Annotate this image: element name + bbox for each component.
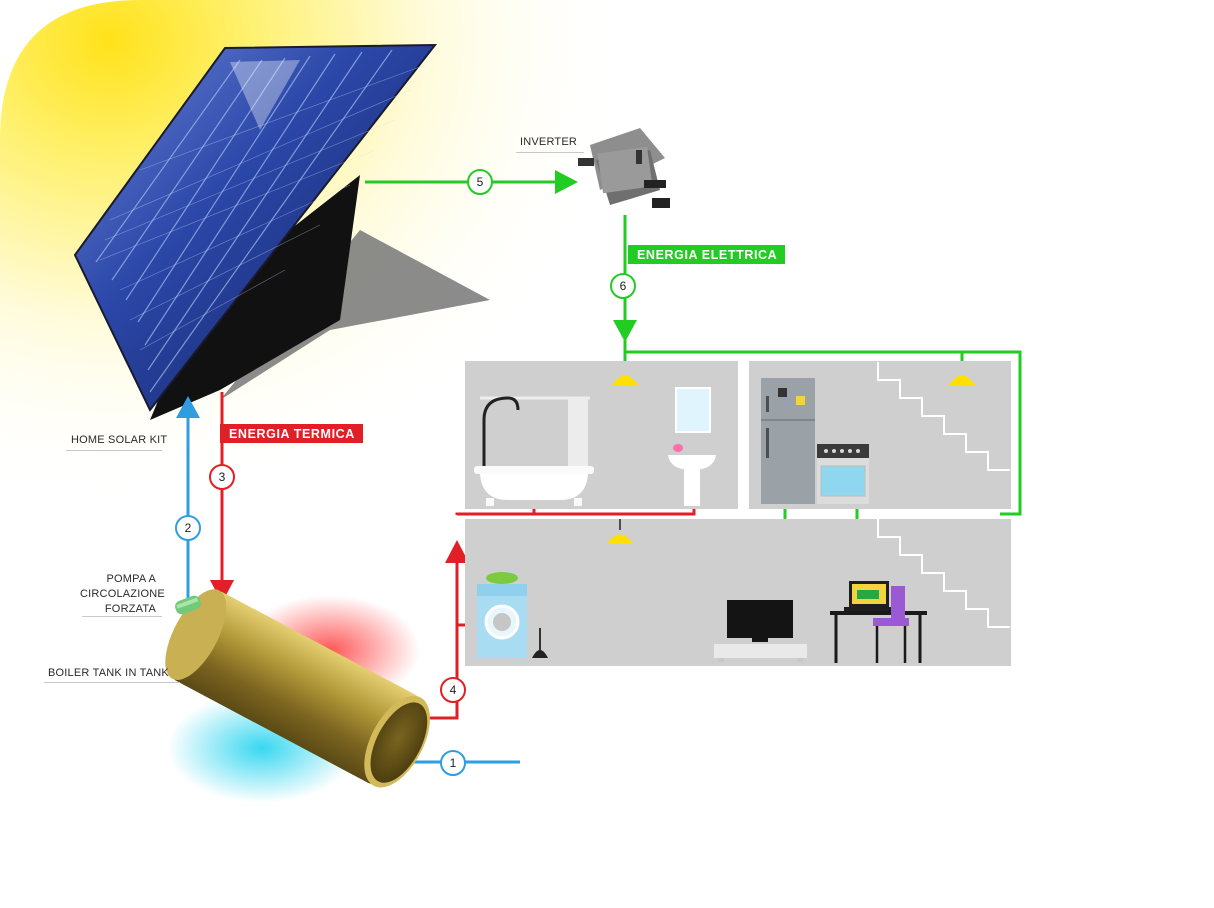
- stairs-icon: [877, 362, 1010, 628]
- boiler-tank-icon: [165, 589, 430, 803]
- pump-label-line2: CIRCOLAZIONE: [80, 588, 165, 600]
- step-badge-5: 5: [467, 169, 493, 195]
- pump-label: POMPA A CIRCOLAZIONE FORZATA: [80, 572, 165, 617]
- step-badge-1: 1: [440, 750, 466, 776]
- oven-icon: [817, 444, 869, 504]
- inverter-icon: [578, 128, 670, 208]
- chair-icon: [873, 586, 909, 663]
- solar-panel-icon: [73, 43, 490, 420]
- arrow-to-tank: [210, 580, 234, 603]
- boiler-label: BOILER TANK IN TANK: [48, 667, 169, 679]
- plunger-icon: [532, 628, 548, 658]
- inverter-label: INVERTER: [520, 136, 578, 148]
- pump-label-line3: FORZATA: [104, 603, 156, 615]
- arrow-to-inverter: [555, 170, 578, 194]
- step-badge-3: 3: [209, 464, 235, 490]
- step-badge-6: 6: [610, 273, 636, 299]
- thermal-energy-tag: ENERGIA TERMICA: [220, 424, 363, 443]
- laptop-icon: [844, 581, 894, 611]
- arrow-to-house: [613, 320, 637, 342]
- bathtub-icon: [474, 396, 594, 506]
- step-badge-4: 4: [440, 677, 466, 703]
- desk-icon: [830, 611, 927, 663]
- home-solar-kit-label: HOME SOLAR KIT: [71, 434, 168, 446]
- lamp-icon: [607, 375, 975, 544]
- pump-label-underline: [82, 616, 162, 617]
- electric-energy-tag: ENERGIA ELETTRICA: [628, 245, 786, 264]
- washing-machine-icon: [477, 572, 527, 658]
- room-living: [465, 519, 1011, 666]
- step-badge-2: 2: [175, 515, 201, 541]
- arrow-up-house: [445, 540, 469, 563]
- tv-icon: [714, 600, 807, 662]
- inverter-label-underline: [516, 152, 584, 153]
- home-solar-kit-underline: [66, 450, 162, 451]
- arrow-to-panel: [176, 396, 200, 418]
- pump-label-line1: POMPA A: [106, 573, 156, 585]
- boiler-label-underline: [44, 682, 180, 683]
- pump-icon: [175, 595, 201, 615]
- fridge-icon: [761, 378, 815, 504]
- sink-icon: [668, 444, 716, 506]
- mirror-icon: [675, 387, 711, 433]
